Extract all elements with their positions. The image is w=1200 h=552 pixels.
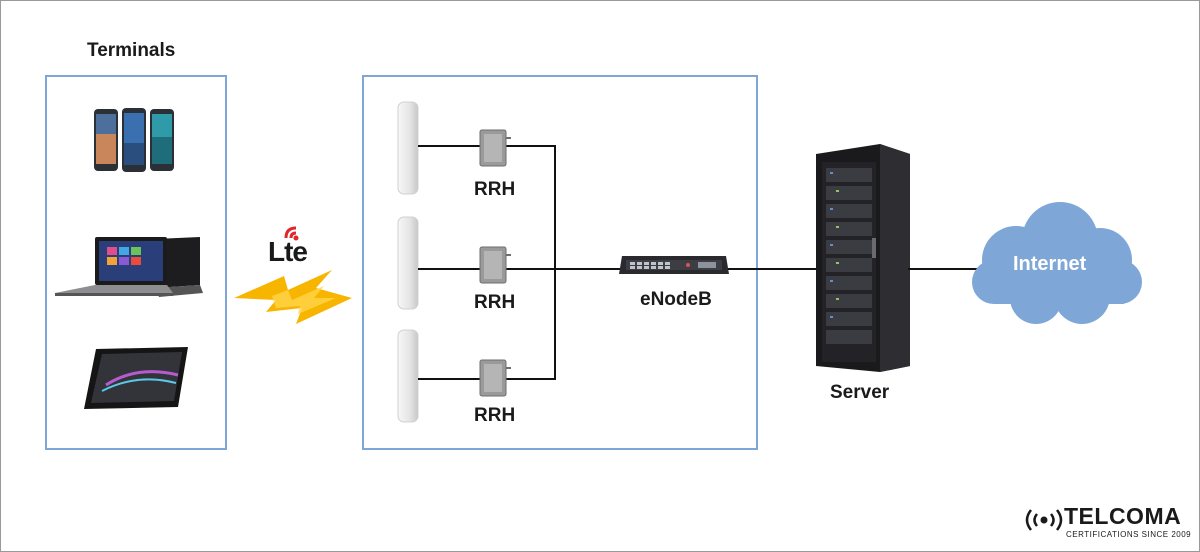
antenna-panel-3 (397, 329, 419, 423)
rrh-label-1: RRH (474, 179, 516, 200)
link-rrh-bus (554, 145, 556, 380)
ran-box (362, 75, 758, 450)
internet-cloud-icon (972, 202, 1142, 324)
link-enodeb-server (728, 268, 820, 270)
brand-name: TELCOMA (1064, 503, 1182, 529)
link-rrh-2 (418, 268, 620, 270)
link-server-internet (908, 268, 982, 270)
server-label: Server (830, 382, 890, 403)
laptops-image (55, 237, 203, 297)
antenna-panel-2 (397, 216, 419, 310)
signal-waves-icon (284, 226, 299, 241)
rrh-unit-2 (479, 246, 511, 284)
rrh-unit-3 (479, 359, 511, 397)
lte-logo: Lte (268, 236, 308, 267)
brand-tagline: CERTIFICATIONS SINCE 2009 (1066, 530, 1192, 539)
server-rack-image (816, 144, 910, 372)
enodeb-label: eNodeB (640, 289, 712, 310)
tablet-image (84, 347, 188, 409)
smartphones-image (94, 108, 174, 172)
antenna-panel-1 (397, 101, 419, 195)
rrh-label-2: RRH (474, 292, 516, 313)
lightning-bolt-icon (234, 270, 352, 324)
telcoma-logo-icon (1025, 509, 1063, 531)
internet-label: Internet (1013, 253, 1087, 275)
terminals-box (45, 75, 227, 450)
rrh-label-3: RRH (474, 405, 516, 426)
rrh-unit-1 (479, 129, 511, 167)
terminals-title: Terminals (87, 40, 176, 61)
enodeb-device (619, 256, 729, 274)
